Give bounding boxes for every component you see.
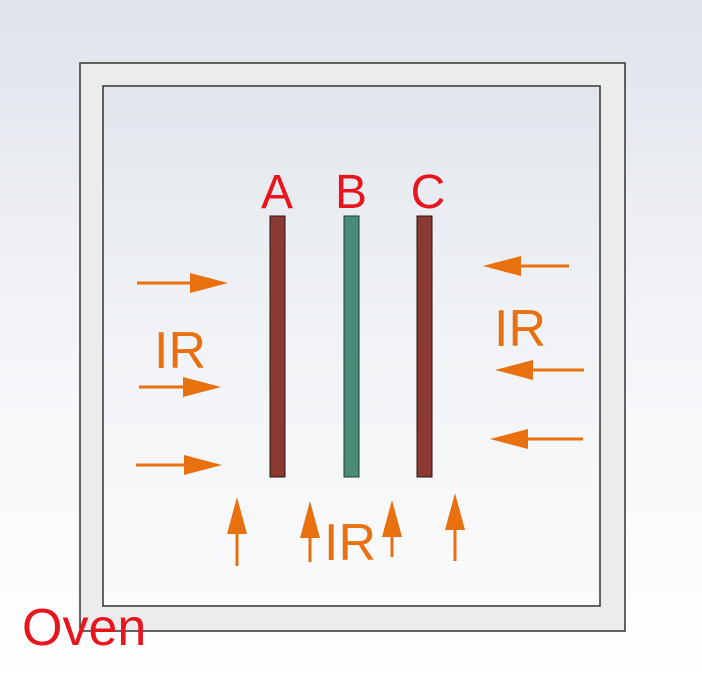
- ir-label-left: IR: [154, 322, 206, 380]
- sample-b-bar: [343, 215, 360, 478]
- ir-arrow-left-1: [137, 273, 228, 293]
- ir-arrow-bottom-2: [300, 501, 320, 562]
- ir-label-bottom: IR: [324, 514, 376, 572]
- sample-c-bar: [416, 215, 433, 478]
- sample-b-label: B: [335, 166, 367, 219]
- ir-arrow-right-2: [495, 360, 584, 380]
- sample-a-bar: [269, 215, 286, 478]
- ir-arrow-bottom-1: [227, 497, 247, 566]
- ir-arrow-left-2: [139, 377, 221, 397]
- sample-a-label: A: [261, 166, 293, 219]
- ir-arrow-bottom-4: [445, 493, 465, 561]
- ir-arrow-left-3: [136, 455, 222, 475]
- sample-c-label: C: [411, 166, 446, 219]
- ir-arrow-right-3: [490, 429, 583, 449]
- ir-label-right: IR: [494, 300, 546, 358]
- oven-label: Oven: [22, 599, 146, 657]
- ir-arrow-bottom-3: [382, 500, 402, 557]
- ir-arrow-right-1: [483, 256, 569, 276]
